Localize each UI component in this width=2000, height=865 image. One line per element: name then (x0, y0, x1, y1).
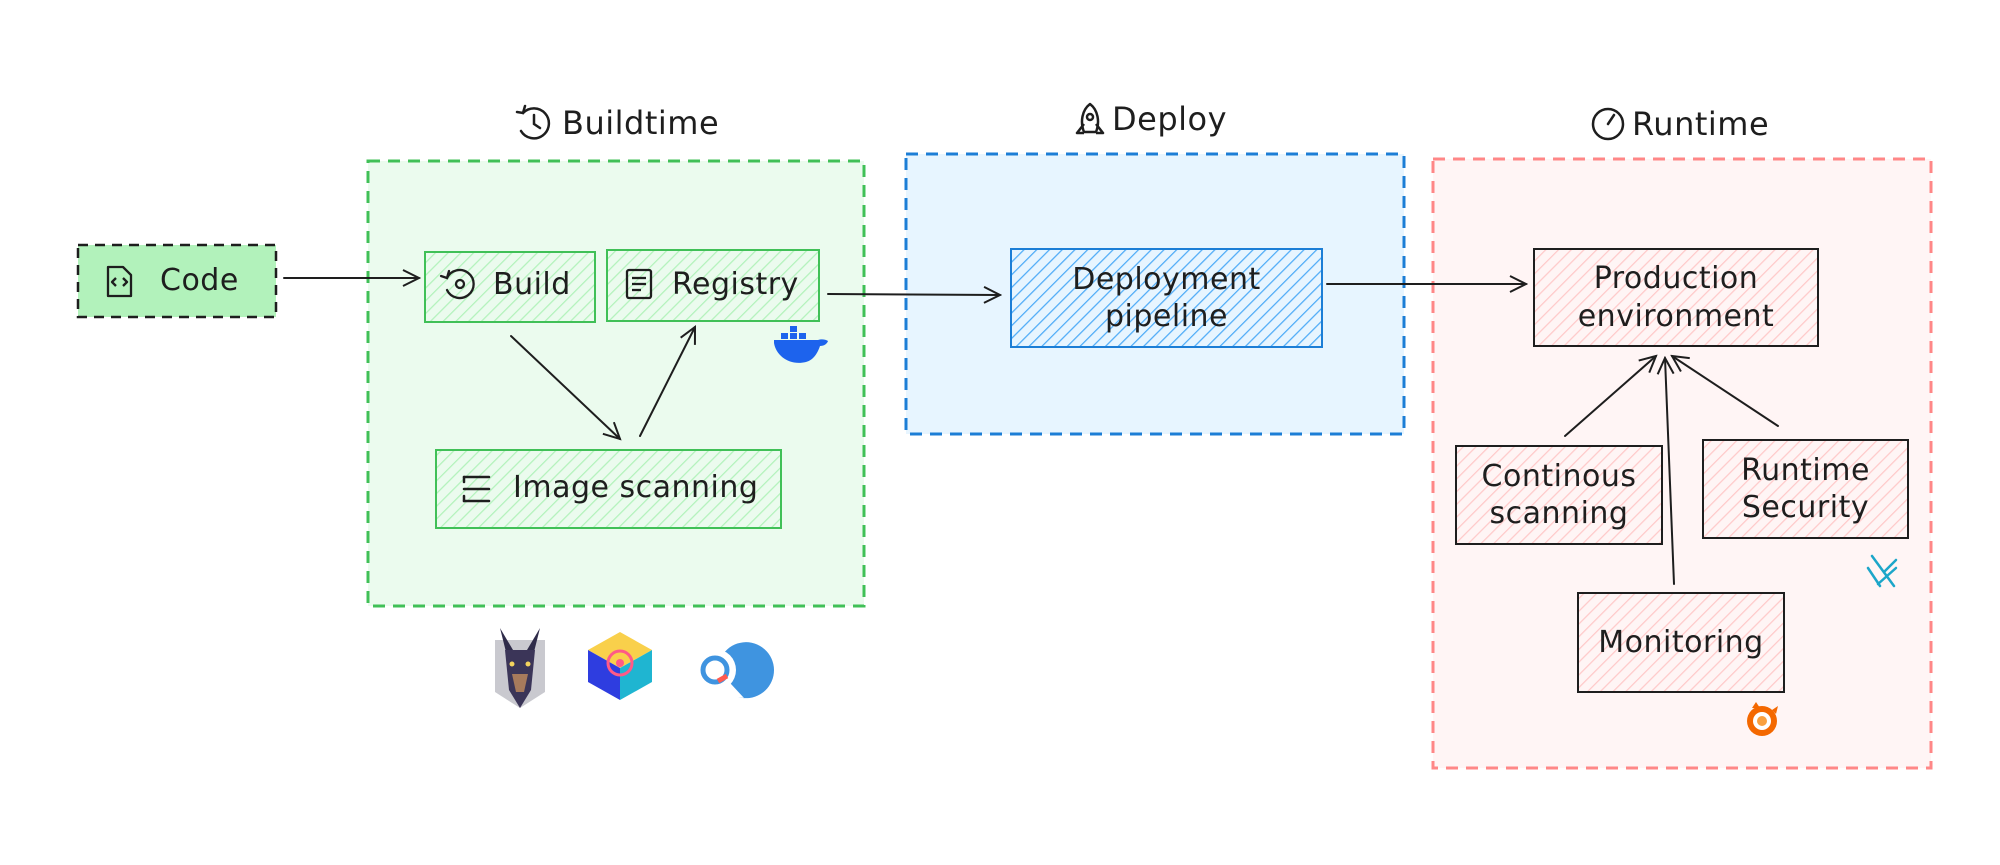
buildtime-title: Buildtime (562, 104, 720, 142)
production-environment-line1: Production (1593, 261, 1759, 296)
deploy-title: Deploy (1112, 100, 1228, 138)
monitoring-node-box (1577, 592, 1785, 693)
image-scanning-label: Image scanning (513, 470, 759, 506)
falco-logo-icon (1866, 554, 1898, 588)
code-label: Code (160, 263, 239, 299)
arrow-build-to-image-scanning (510, 335, 620, 439)
code-file-icon (106, 265, 133, 298)
docker-logo-icon (774, 326, 828, 363)
runtime-title: Runtime (1632, 105, 1770, 143)
runtime-security-node-box (1702, 439, 1909, 539)
continous-scanning-line1: Continous (1481, 458, 1637, 494)
arrow-monitoring-to-production (1665, 358, 1675, 585)
continous-scanning-node-box (1455, 445, 1663, 545)
dog-mascot-logo-icon (495, 628, 545, 708)
buildtime-container (366, 159, 866, 608)
arrow-registry-to-deployment-pipeline (827, 294, 1000, 295)
deployment-pipeline-node-box (1010, 248, 1323, 348)
registry-node-box (606, 249, 820, 322)
connector-arrows (283, 278, 1779, 585)
gear-refresh-icon (439, 268, 475, 300)
runtime-security-line2: Security (1741, 490, 1870, 525)
build-label: Build (493, 267, 571, 303)
chat-dial-logo-icon (694, 642, 774, 699)
runtime-security-label: Runtime Security (1703, 440, 1908, 538)
build-node-box (424, 251, 596, 323)
grafana-logo-icon (1747, 702, 1778, 736)
arrow-image-scanning-to-registry (639, 327, 695, 437)
code-node-box (76, 243, 278, 319)
scan-icon (462, 475, 491, 503)
rocket-icon (1075, 102, 1105, 135)
deployment-pipeline-label: Deployment pipeline (1011, 249, 1322, 347)
cube-radar-logo-icon (588, 632, 652, 700)
document-icon (625, 268, 653, 300)
deployment-pipeline-line2: pipeline (1104, 299, 1229, 334)
registry-label: Registry (672, 267, 799, 303)
deployment-pipeline-line1: Deployment (1072, 261, 1261, 297)
monitoring-label: Monitoring (1598, 624, 1764, 660)
continous-scanning-line2: scanning (1489, 496, 1629, 531)
image-scanning-node-box (435, 449, 782, 529)
production-environment-node-box (1533, 248, 1819, 347)
arrow-runtime-security-to-production (1672, 356, 1779, 427)
history-icon (515, 104, 551, 140)
arrow-continous-scanning-to-production (1564, 356, 1656, 437)
continous-scanning-label: Continous scanning (1456, 446, 1662, 544)
production-environment-line2: environment (1577, 298, 1775, 334)
runtime-security-line1: Runtime (1741, 452, 1870, 488)
production-environment-label: Production environment (1534, 249, 1818, 346)
clock-icon (1591, 107, 1625, 141)
